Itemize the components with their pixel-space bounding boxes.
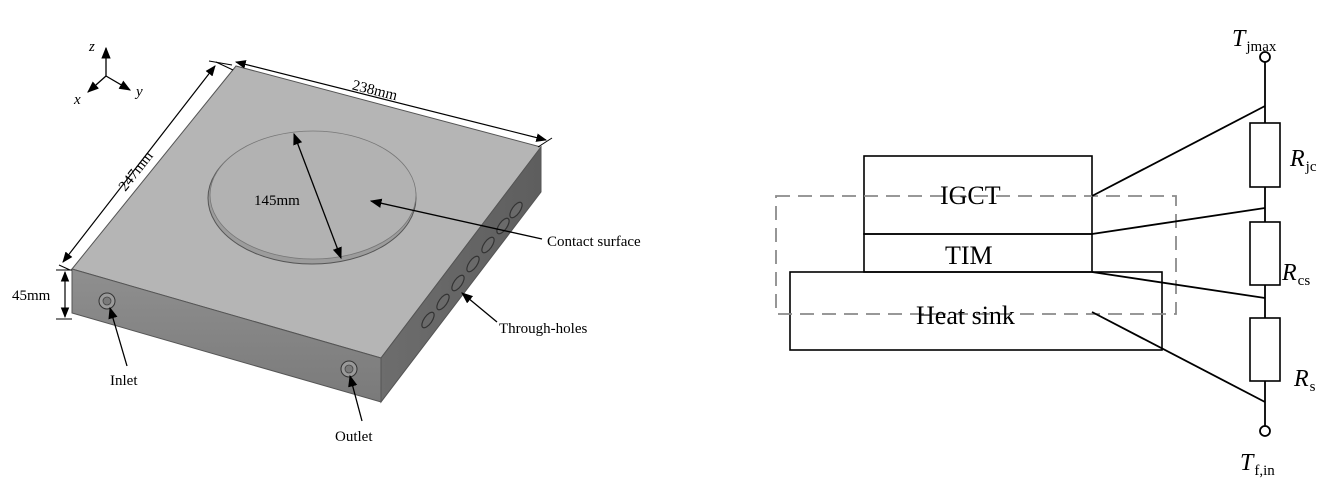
- through-holes-label: Through-holes: [499, 321, 587, 337]
- inlet-label: Inlet: [110, 373, 138, 389]
- dimension-width: [58, 61, 234, 271]
- node-label-tjmax: Tjmax: [1232, 26, 1277, 55]
- outlet-label: Outlet: [335, 429, 373, 445]
- dimension-height-label: 45mm: [12, 288, 51, 304]
- resistor-cs: [1249, 221, 1281, 286]
- resistor-label-jc: Rjc: [1289, 146, 1317, 175]
- heat-sink-3d-model: z y x: [12, 39, 641, 445]
- axis-label-x: x: [73, 92, 81, 108]
- outlet-leader: [348, 374, 363, 422]
- through-holes-row: [421, 201, 523, 329]
- connection-lines: [1091, 105, 1266, 403]
- heat-sink-label: Heat sink: [916, 301, 1015, 330]
- dimension-height: [56, 269, 72, 320]
- resistor-label-s: Rs: [1293, 366, 1316, 395]
- igct-label: IGCT: [940, 181, 1001, 210]
- node-label-tfin: Tf,in: [1240, 450, 1275, 479]
- contact-surface-ellipse: [209, 130, 417, 260]
- tim-label: TIM: [945, 241, 993, 270]
- outlet-hole: [340, 360, 358, 378]
- thermal-network-diagram: IGCT TIM Heat sink Tjmax Tf,in: [775, 26, 1317, 479]
- heat-sink-layer: [789, 271, 1163, 351]
- dimension-diameter-label: 145mm: [254, 193, 300, 209]
- through-holes-leader: [461, 292, 498, 323]
- dashed-boundary: [775, 195, 1177, 315]
- resistor-label-cs: Rcs: [1281, 260, 1310, 289]
- top-node: [1259, 51, 1271, 63]
- resistor-s: [1249, 317, 1281, 382]
- resistor-jc: [1249, 122, 1281, 188]
- dimension-length: [208, 60, 553, 148]
- dimension-diameter: [293, 132, 342, 260]
- contact-surface-leader: [369, 198, 543, 240]
- block-side-face: [380, 145, 542, 404]
- contact-surface-label: Contact surface: [547, 234, 641, 250]
- bottom-node: [1259, 425, 1271, 437]
- inlet-leader: [108, 306, 128, 367]
- axis-label-z: z: [88, 39, 95, 55]
- axis-label-y: y: [134, 84, 143, 100]
- inlet-hole: [98, 292, 116, 310]
